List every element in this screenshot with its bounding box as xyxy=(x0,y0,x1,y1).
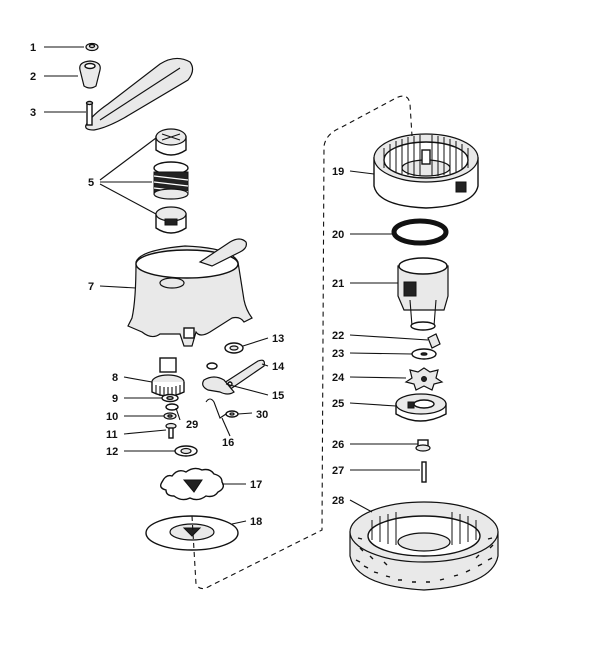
part-30-washer xyxy=(225,410,239,418)
callout-21: 21 xyxy=(332,278,344,290)
callout-7: 7 xyxy=(88,281,94,293)
part-27-pin xyxy=(421,461,427,483)
callout-23: 23 xyxy=(332,348,344,360)
callout-9: 9 xyxy=(112,393,118,405)
callout-8: 8 xyxy=(112,372,118,384)
part-25-cup xyxy=(395,393,447,422)
part-21-shaft-housing xyxy=(397,257,449,331)
callout-28: 28 xyxy=(332,495,344,507)
crank-handle xyxy=(85,57,194,131)
part-16-spring-clip xyxy=(205,398,227,419)
part-5-coupling-bottom xyxy=(155,206,187,234)
part-19-gear-housing xyxy=(373,133,479,209)
part-loose-ring xyxy=(206,362,218,370)
leader-lines xyxy=(44,46,429,525)
part-1-nut xyxy=(85,42,99,52)
part-18-disc xyxy=(145,515,239,551)
part-5-coupling-top xyxy=(155,128,187,156)
callout-20: 20 xyxy=(332,229,344,241)
callout-5: 5 xyxy=(88,177,94,189)
part-22-key xyxy=(427,333,441,349)
part-14-lever xyxy=(223,359,265,390)
part-2-knob xyxy=(79,60,101,89)
callout-11: 11 xyxy=(106,429,118,441)
callout-15: 15 xyxy=(272,390,284,402)
callout-13: 13 xyxy=(272,333,284,345)
part-15-cam xyxy=(202,376,235,395)
part-5-spring xyxy=(153,161,189,200)
part-13-clip xyxy=(224,342,244,354)
part-12-ring xyxy=(174,445,198,457)
callout-1: 1 xyxy=(30,42,36,54)
part-24-star-cam xyxy=(404,367,444,391)
callout-25: 25 xyxy=(332,398,344,410)
part-20-o-ring xyxy=(391,218,449,246)
part-28-base xyxy=(349,501,499,591)
callout-30: 30 xyxy=(256,409,268,421)
callout-22: 22 xyxy=(332,330,344,342)
part-29-washer xyxy=(165,403,179,411)
assembly-dashed-line xyxy=(191,95,413,590)
part-17-cutting-plate xyxy=(159,467,225,501)
callout-18: 18 xyxy=(250,516,262,528)
part-3-pin xyxy=(85,100,94,126)
part-9-washer xyxy=(161,393,179,403)
part-8-gear xyxy=(151,357,185,397)
callout-16: 16 xyxy=(222,437,234,449)
part-11-screw xyxy=(165,422,177,439)
callout-27: 27 xyxy=(332,465,344,477)
part-26-nut xyxy=(415,439,431,452)
callout-29: 29 xyxy=(186,419,198,431)
part-7-housing xyxy=(127,238,253,347)
callout-17: 17 xyxy=(250,479,262,491)
callout-24: 24 xyxy=(332,372,345,384)
part-10-washer xyxy=(163,412,177,420)
callout-labels: 1 2 3 5 7 8 9 10 11 12 13 14 15 16 17 18… xyxy=(30,42,345,528)
callout-26: 26 xyxy=(332,439,344,451)
callout-10: 10 xyxy=(106,411,118,423)
callout-3: 3 xyxy=(30,107,36,119)
callout-2: 2 xyxy=(30,71,36,83)
callout-19: 19 xyxy=(332,166,344,178)
callout-14: 14 xyxy=(272,361,285,373)
callout-12: 12 xyxy=(106,446,118,458)
part-23-washer xyxy=(411,348,437,360)
